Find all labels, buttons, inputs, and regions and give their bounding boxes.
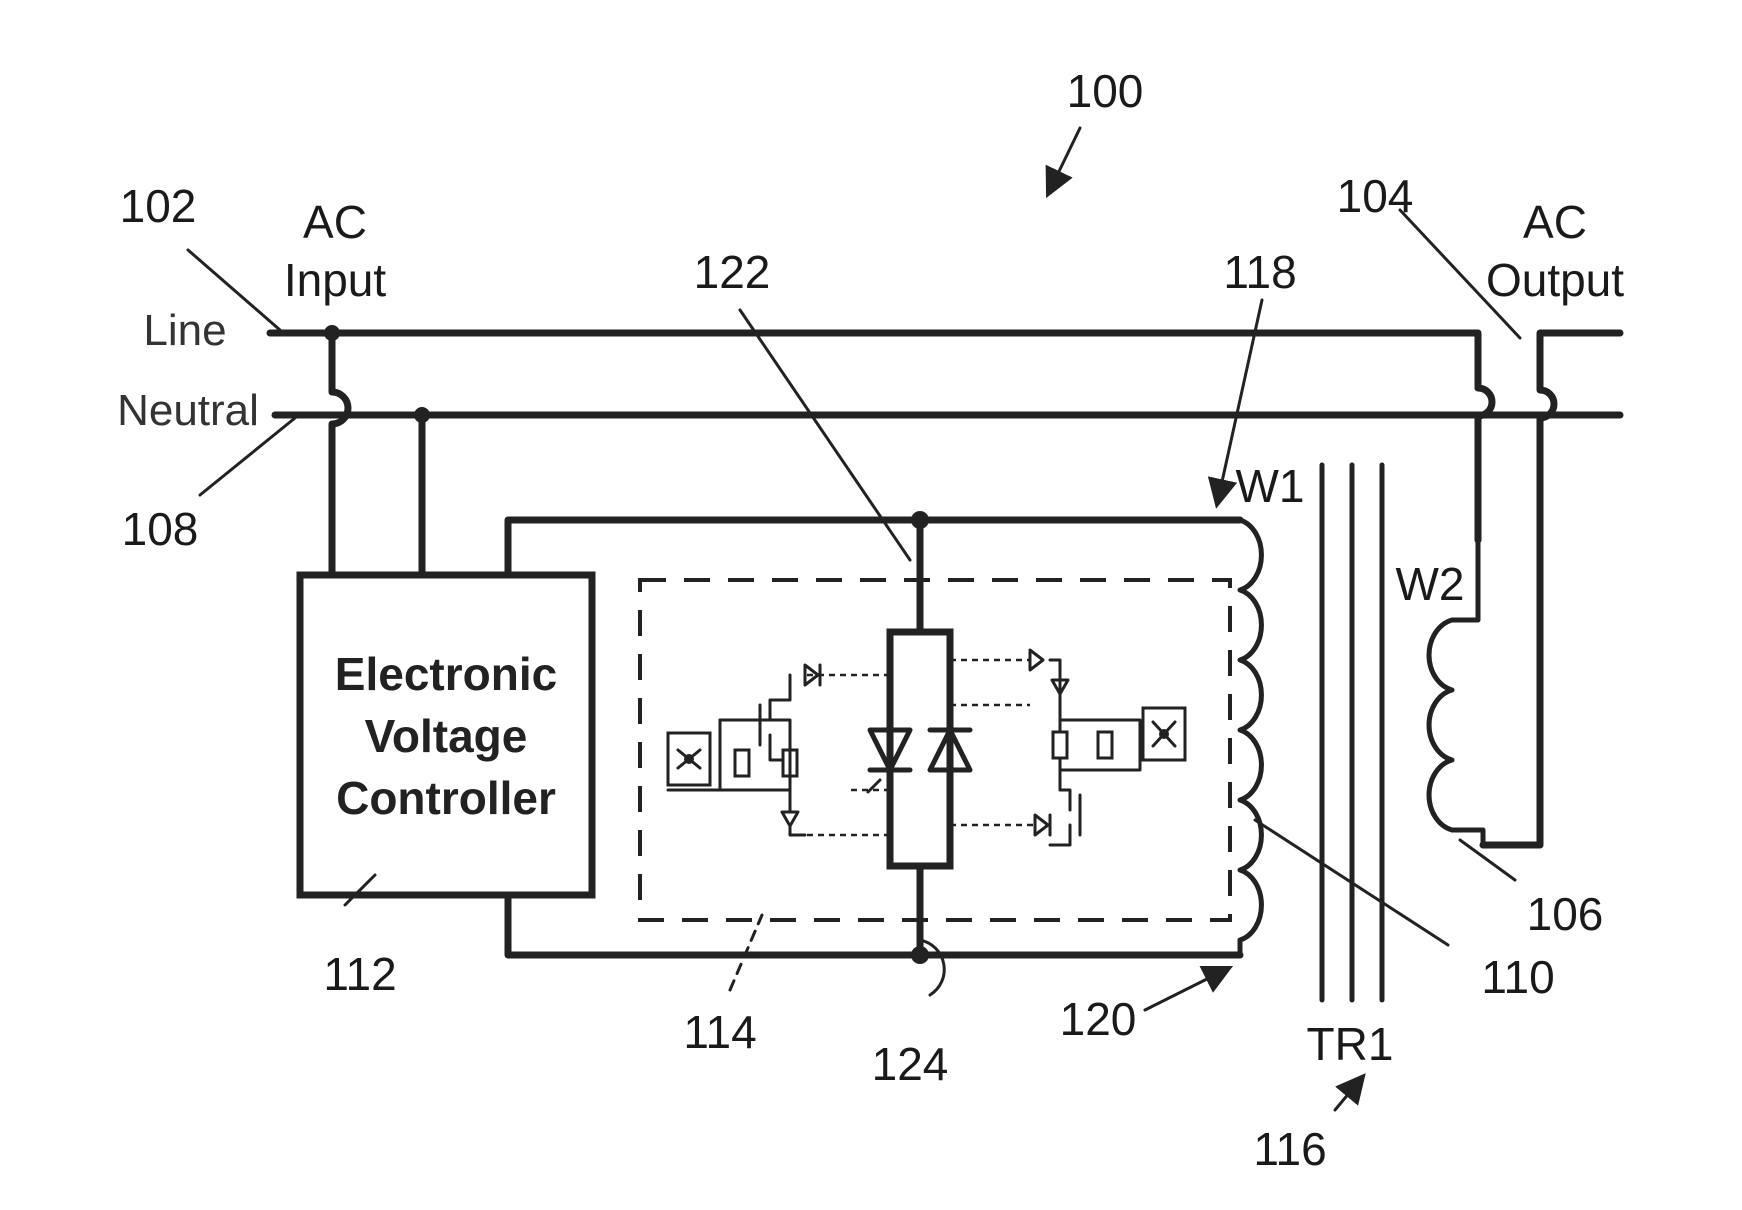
line-label: Line [143, 306, 226, 355]
ac-input-line2: Input [284, 254, 387, 306]
line-bus [270, 333, 1492, 540]
ref-116: 116 [1253, 1123, 1326, 1175]
ref-122: 122 [694, 246, 771, 298]
w1-top-wire [508, 520, 1240, 575]
left-gate-driver [668, 665, 890, 835]
ref-118: 118 [1223, 246, 1296, 298]
right-gate-driver [950, 650, 1185, 845]
controller-label-line1: Electronic [335, 648, 557, 700]
ref-108: 108 [122, 503, 199, 555]
w2-label: W2 [1396, 558, 1465, 610]
electronic-voltage-controller: Electronic Voltage Controller [300, 575, 592, 895]
neutral-junction-dot [414, 407, 430, 423]
ref-120: 120 [1060, 993, 1137, 1045]
ref-110: 110 [1481, 951, 1554, 1003]
triac-assembly [868, 520, 970, 955]
ref-114: 114 [683, 1006, 756, 1058]
transformer-core [1322, 465, 1382, 1000]
ref-104: 104 [1337, 170, 1414, 222]
w1-label: W1 [1236, 460, 1305, 512]
ref-124: 124 [872, 1038, 949, 1090]
controller-neutral-wire [414, 407, 430, 575]
neutral-label: Neutral [117, 386, 259, 435]
line-junction-dot [324, 325, 340, 341]
output-line-wire [1483, 333, 1620, 845]
ac-input-line1: AC [303, 196, 367, 248]
ref-100: 100 [1067, 65, 1144, 117]
controller-line-wire [324, 325, 348, 575]
ref-102: 102 [120, 180, 197, 232]
ref-106: 106 [1527, 888, 1604, 940]
controller-label-line3: Controller [336, 772, 556, 824]
ref-112: 112 [323, 948, 396, 1000]
ac-output-line1: AC [1523, 196, 1587, 248]
tr1-label: TR1 [1307, 1018, 1394, 1070]
w1-bottom-wire [508, 895, 1240, 955]
controller-label-line2: Voltage [365, 710, 528, 762]
winding-w1 [1240, 520, 1261, 955]
ac-output-line2: Output [1486, 254, 1624, 306]
